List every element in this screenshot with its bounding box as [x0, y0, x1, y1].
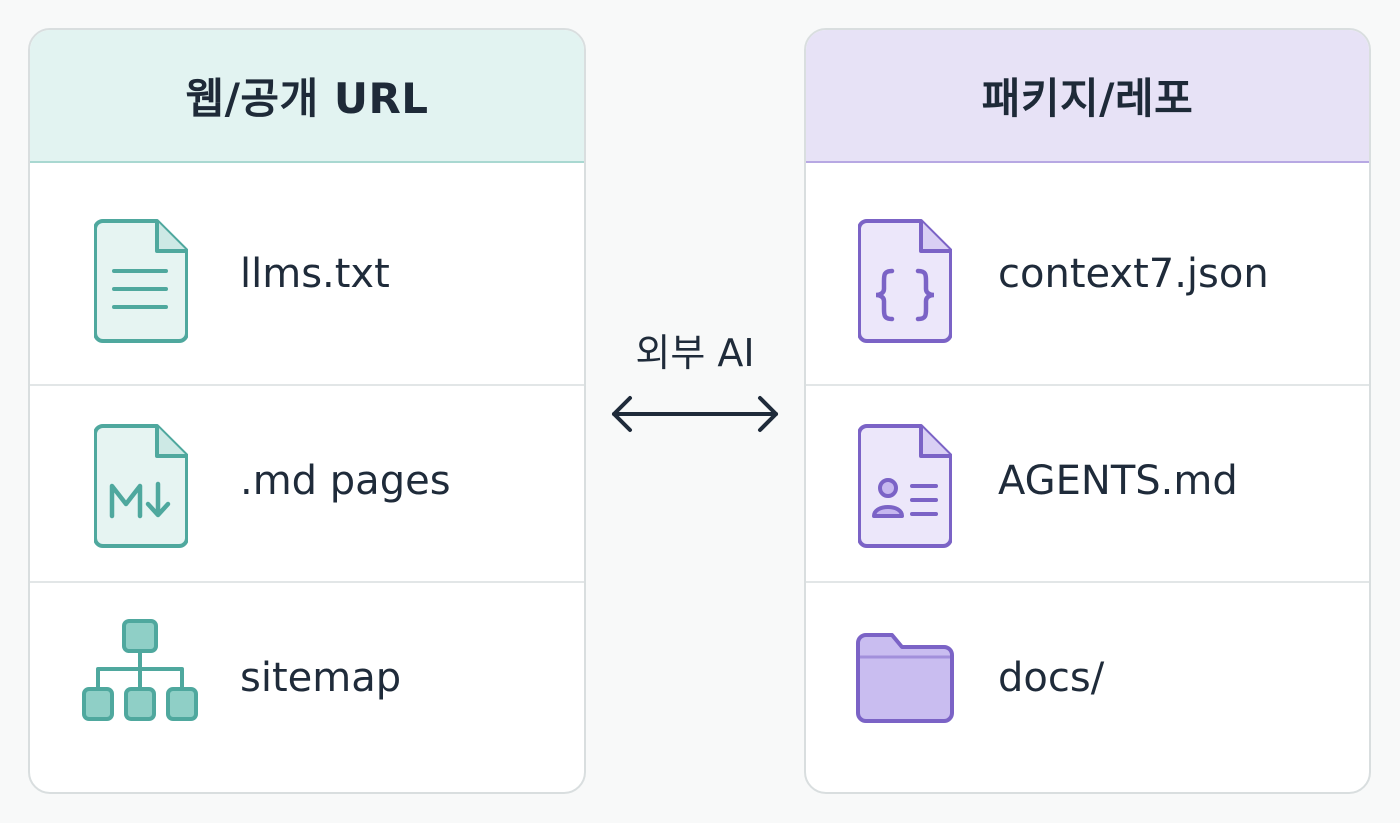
list-item: docs/ — [806, 583, 1369, 792]
list-item: .md pages — [30, 386, 584, 583]
list-item: llms.txt — [30, 163, 584, 386]
json-document-icon — [858, 219, 952, 343]
external-ai-label: 외부 AI — [635, 331, 755, 375]
list-item: context7.json — [806, 163, 1369, 386]
item-label-docs: docs/ — [998, 655, 1105, 701]
item-label-agents-md: AGENTS.md — [998, 458, 1238, 504]
markdown-document-icon — [94, 424, 188, 548]
item-label-md-pages: .md pages — [240, 458, 451, 504]
item-label-sitemap: sitemap — [240, 655, 402, 701]
folder-icon — [856, 633, 954, 723]
web-panel-title: 웹/공개 URL — [30, 30, 584, 163]
item-label-context7-json: context7.json — [998, 251, 1269, 297]
package-repo-panel: 패키지/레포 context7.json AGENTS.md docs/ — [804, 28, 1371, 794]
list-item: sitemap — [30, 583, 584, 792]
profile-document-icon — [858, 424, 952, 548]
text-document-icon — [94, 219, 188, 343]
sitemap-tree-icon — [82, 619, 198, 721]
web-public-url-panel: 웹/공개 URL llms.txt .md pages — [28, 28, 586, 794]
double-arrow-icon — [612, 396, 778, 432]
item-label-llms-txt: llms.txt — [240, 251, 390, 297]
package-panel-title: 패키지/레포 — [806, 30, 1369, 163]
list-item: AGENTS.md — [806, 386, 1369, 583]
